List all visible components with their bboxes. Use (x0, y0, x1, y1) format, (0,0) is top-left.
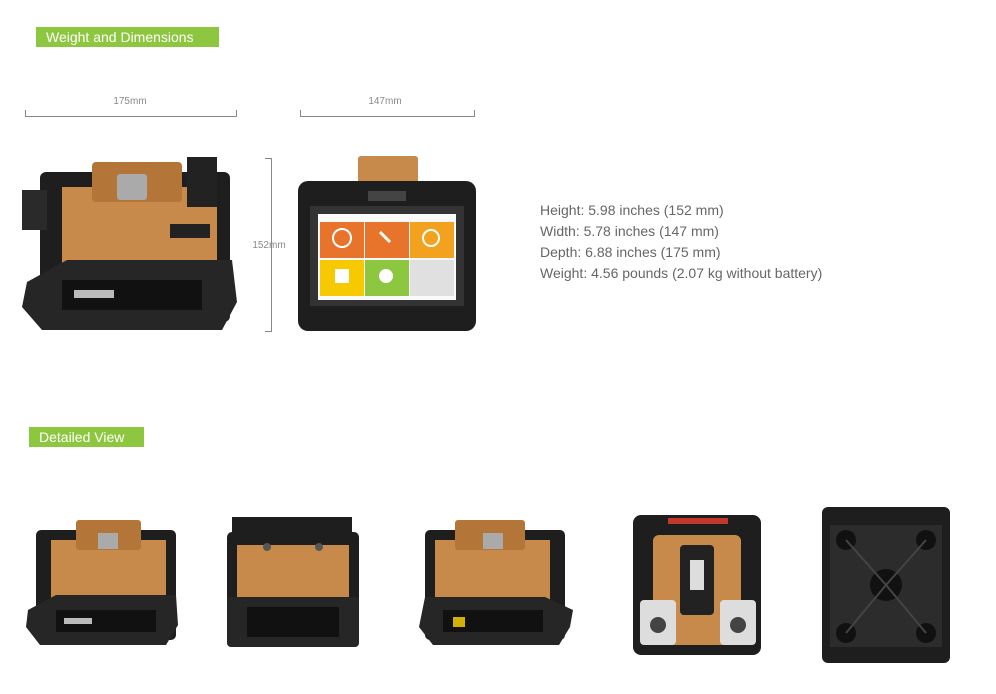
spec-depth: Depth: 6.88 inches (175 mm) (540, 244, 721, 260)
height-dimension-line (265, 158, 272, 332)
height-dimension-label: 152mm (252, 240, 286, 251)
detail-view-right-side-image (415, 515, 575, 647)
detail-view-top-image (628, 510, 766, 660)
depth-dimension-label: 175mm (113, 96, 147, 107)
detail-view-bottom-image (818, 505, 954, 665)
depth-dimension-line (25, 110, 237, 117)
section-title-weight-dimensions: Weight and Dimensions (36, 27, 219, 47)
width-dimension-line (300, 110, 475, 117)
section-title-detailed-view: Detailed View (29, 427, 144, 447)
spec-weight: Weight: 4.56 pounds (2.07 kg without bat… (540, 265, 823, 281)
spec-width: Width: 5.78 inches (147 mm) (540, 223, 719, 239)
screen-tiles (320, 222, 454, 296)
splicer-front-view-image (298, 156, 476, 334)
detail-view-rear-image (222, 517, 364, 649)
spec-height: Height: 5.98 inches (152 mm) (540, 202, 724, 218)
width-dimension-label: 147mm (368, 96, 402, 107)
spec-list: Height: 5.98 inches (152 mm) Width: 5.78… (540, 200, 822, 284)
detail-view-left-side-image (26, 515, 182, 647)
splicer-side-view-image (22, 152, 244, 334)
